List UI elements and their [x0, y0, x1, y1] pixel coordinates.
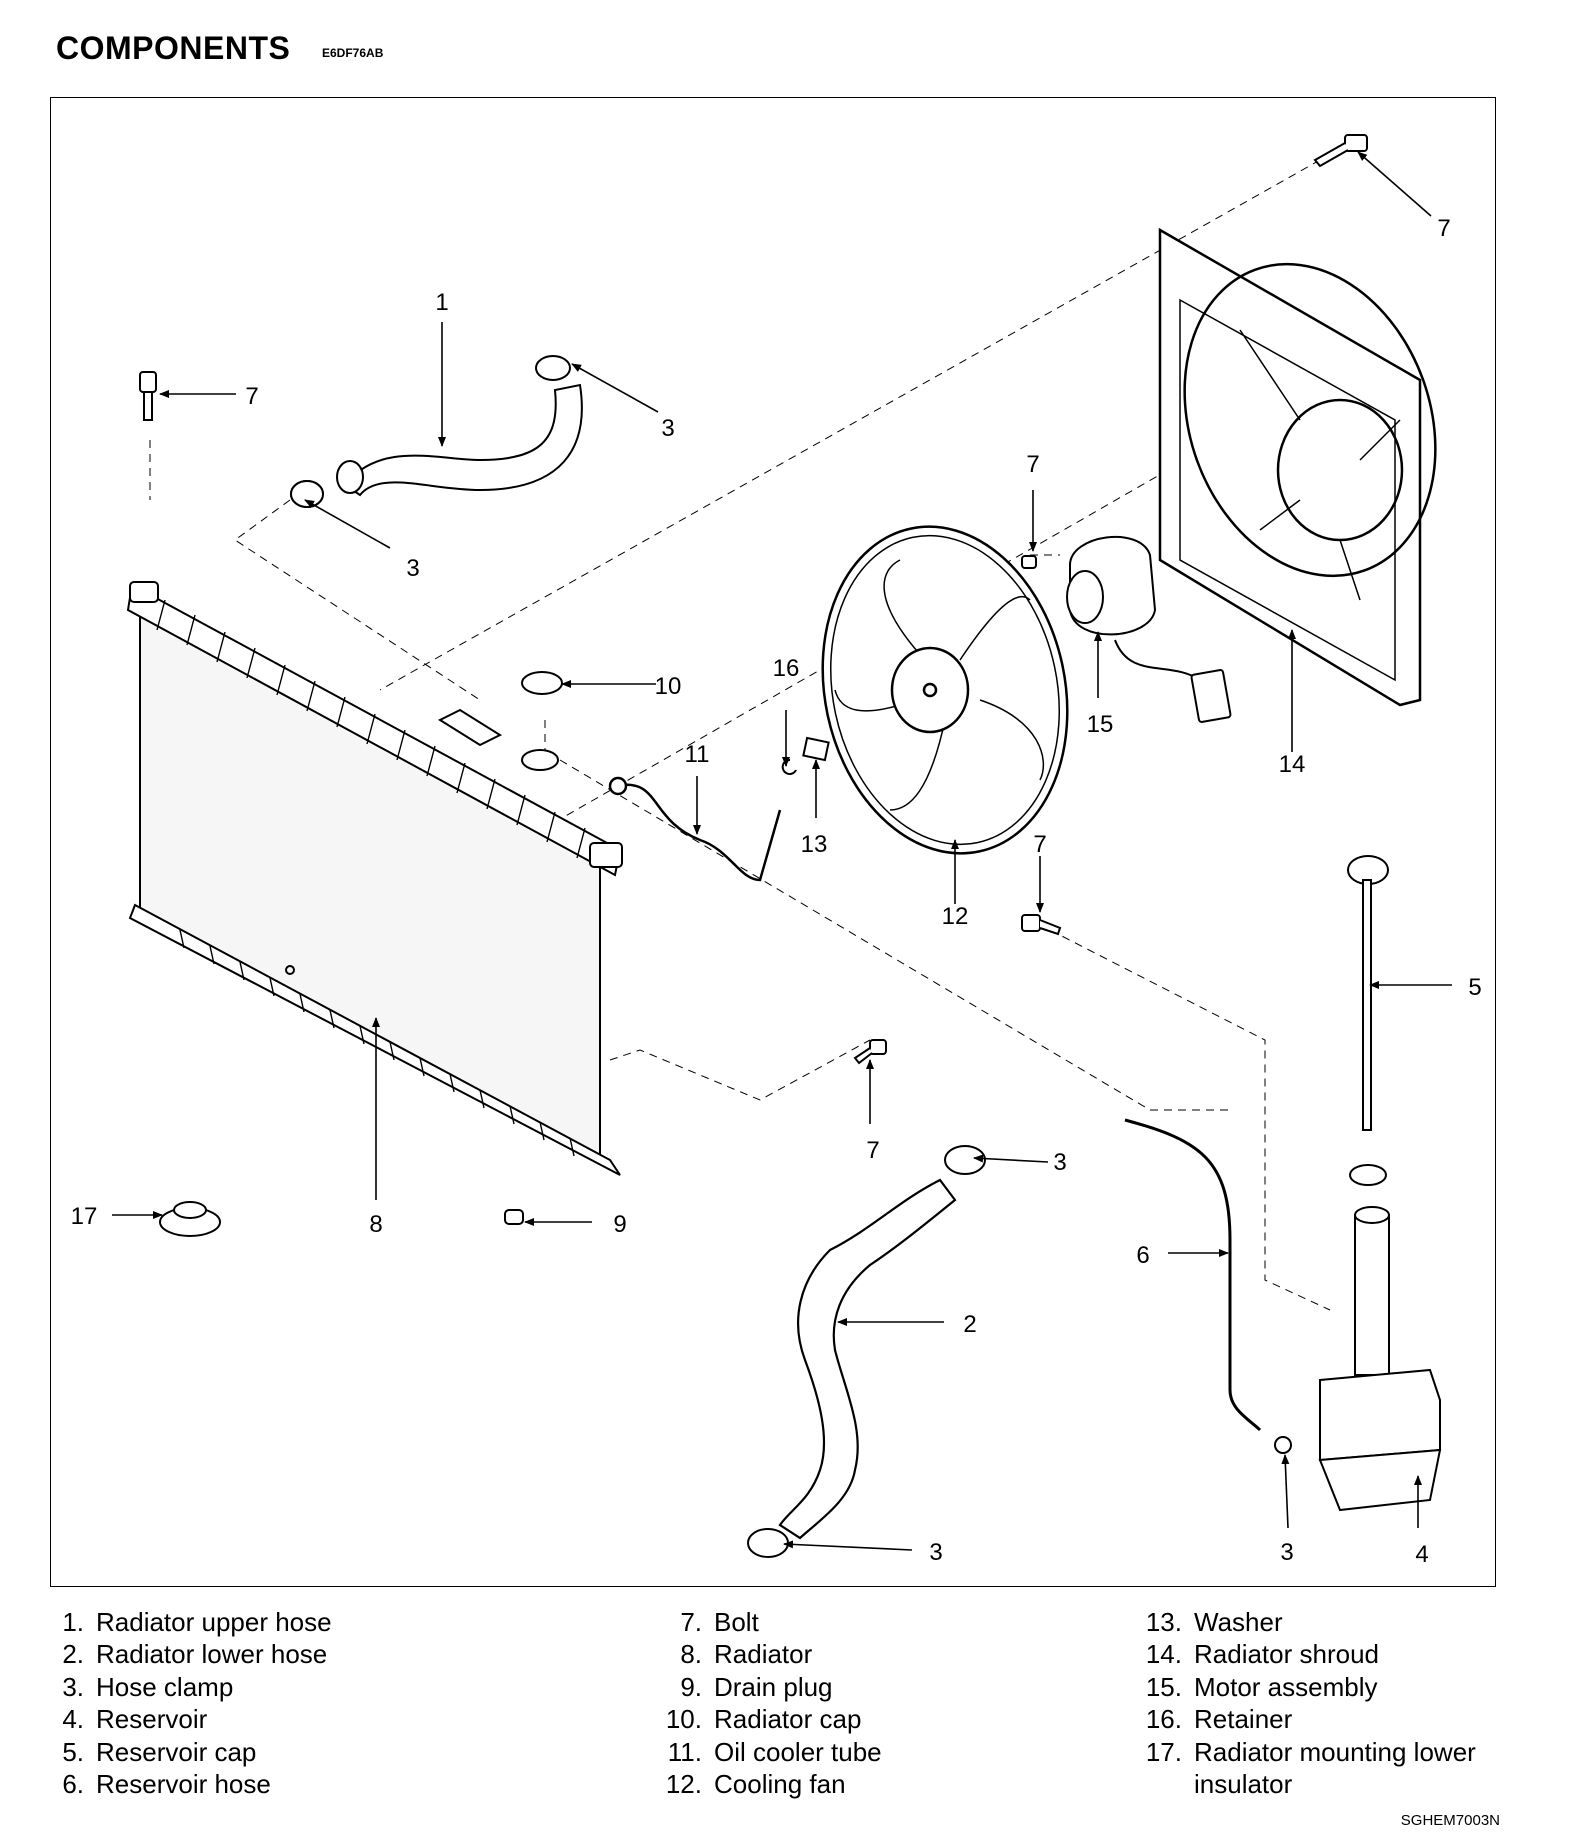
- lower-hose-illustration: [778, 1178, 957, 1540]
- retainer-washer-illustration: [781, 736, 830, 775]
- callout-7b: 7: [1437, 215, 1450, 242]
- insulator-illustration: [159, 1201, 221, 1237]
- bolts-illustration: [139, 134, 1368, 1065]
- callout-7a: 7: [245, 383, 258, 410]
- legend-item: 6.Reservoir hose: [62, 1769, 271, 1800]
- legend-column-3: 13.Washer 14.Radiator shroud 15.Motor as…: [1134, 1606, 1476, 1800]
- radiator-shroud-illustration: [1158, 227, 1437, 707]
- legend-item-continuation: insulator: [1194, 1769, 1293, 1800]
- callout-14: 14: [1279, 751, 1306, 778]
- reservoir-illustration: [1318, 1206, 1442, 1512]
- exploded-diagram: 1 3 3 7 7 7 10 11 16 13 12 15 14 7 5 7 3…: [71, 134, 1482, 1568]
- callout-15: 15: [1087, 711, 1114, 738]
- reservoir-cap-illustration: [1347, 855, 1389, 1186]
- leader-lines: [112, 151, 1452, 1551]
- motor-assembly-illustration: [1066, 535, 1232, 723]
- section-code: E6DF76AB: [322, 46, 384, 60]
- diagram-frame: [50, 97, 1496, 1587]
- legend-item: 9.Drain plug: [680, 1671, 833, 1702]
- upper-hose-illustration: [290, 355, 583, 508]
- callout-7c: 7: [1026, 451, 1039, 478]
- callout-16: 16: [773, 655, 800, 682]
- callout-11: 11: [685, 741, 710, 768]
- legend-item: 17.Radiator mounting lower: [1145, 1736, 1476, 1767]
- legend-item: 8.Radiator: [680, 1639, 813, 1670]
- callout-5: 5: [1468, 974, 1481, 1001]
- legend-item: 2.Radiator lower hose: [62, 1639, 328, 1670]
- legend-item: 4.Reservoir: [62, 1704, 208, 1735]
- reservoir-hose-illustration: [1124, 1118, 1262, 1432]
- page-title: COMPONENTS: [56, 30, 291, 66]
- callout-2: 2: [963, 1311, 976, 1338]
- legend-item: 12.Cooling fan: [665, 1769, 846, 1800]
- drain-plug-illustration: [504, 1209, 524, 1225]
- callout-10: 10: [655, 673, 682, 700]
- callout-7e: 7: [866, 1137, 879, 1164]
- radiator-cap-illustration: [521, 671, 563, 695]
- legend-item: 11.Oil cooler tube: [667, 1736, 882, 1767]
- callout-3e: 3: [1280, 1539, 1293, 1566]
- legend-item: 3.Hose clamp: [62, 1671, 234, 1702]
- callout-6: 6: [1136, 1242, 1149, 1269]
- oil-cooler-tube-illustration: [608, 776, 782, 882]
- callout-7d: 7: [1033, 831, 1046, 858]
- legend-item: 10.Radiator cap: [665, 1704, 862, 1735]
- callout-8: 8: [369, 1211, 382, 1238]
- legend-item: 7.Bolt: [680, 1607, 759, 1637]
- callout-3a: 3: [661, 415, 674, 442]
- callout-9: 9: [613, 1211, 626, 1238]
- figure-reference: SGHEM7003N: [1400, 1812, 1500, 1829]
- callout-labels: 1 3 3 7 7 7 10 11 16 13 12 15 14 7 5 7 3…: [71, 215, 1482, 1568]
- callout-3b: 3: [406, 555, 419, 582]
- callout-3c: 3: [1053, 1149, 1066, 1176]
- legend-item: 15.Motor assembly: [1145, 1671, 1378, 1702]
- legend-item: 1.Radiator upper hose: [62, 1607, 332, 1637]
- callout-13: 13: [801, 831, 828, 858]
- radiator-illustration: [126, 581, 623, 1176]
- callout-1: 1: [435, 289, 448, 316]
- callout-3d: 3: [929, 1539, 942, 1566]
- legend-item: 16.Retainer: [1145, 1704, 1293, 1735]
- legend-item: 14.Radiator shroud: [1145, 1639, 1379, 1670]
- callout-17: 17: [71, 1203, 98, 1230]
- hose-clamps-illustration: [290, 480, 1292, 1558]
- legend-column-1: 1.Radiator upper hose 2.Radiator lower h…: [60, 1606, 332, 1800]
- legend-item: 5.Reservoir cap: [62, 1736, 257, 1767]
- legend-column-2: 7.Bolt 8.Radiator 9.Drain plug 10.Radiat…: [654, 1606, 882, 1800]
- legend-item: 13.Washer: [1145, 1607, 1283, 1637]
- callout-12: 12: [942, 903, 969, 930]
- callout-4: 4: [1415, 1541, 1428, 1568]
- cooling-fan-illustration: [821, 525, 1069, 855]
